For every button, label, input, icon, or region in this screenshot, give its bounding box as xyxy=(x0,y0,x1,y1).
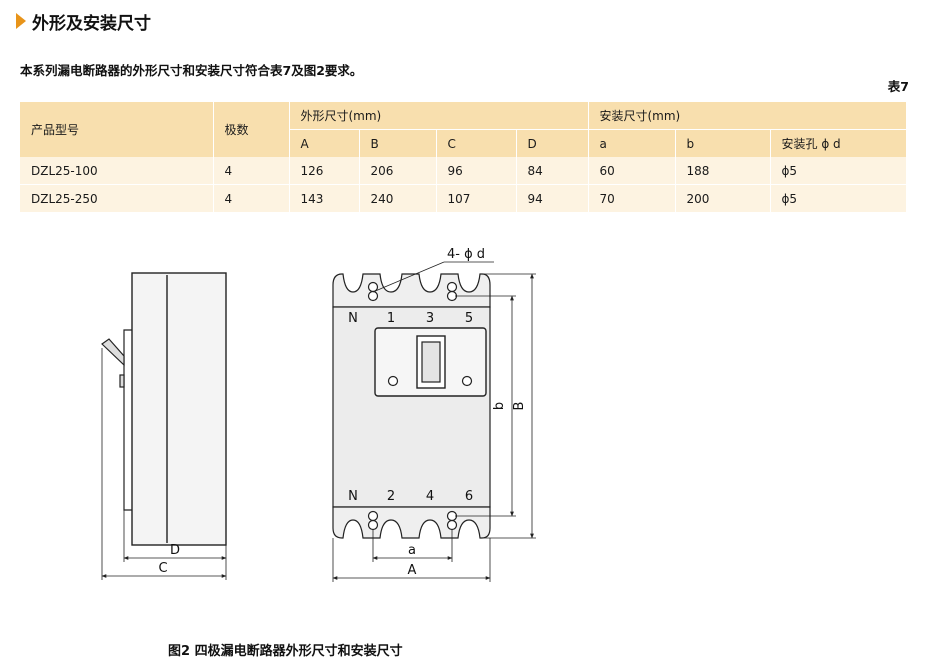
terminal-label-bottom-6: 6 xyxy=(465,489,473,504)
terminal-label-bottom-2: 2 xyxy=(387,489,395,504)
cell-A: 143 xyxy=(288,184,359,212)
mount-hole-top-right xyxy=(446,281,458,293)
test-button-right xyxy=(461,375,473,387)
terminal-label-bottom-N: N xyxy=(348,489,358,504)
col-header-poles: 极数 xyxy=(212,102,289,157)
cell-poles: 4 xyxy=(212,184,289,212)
col-header-a: a xyxy=(587,129,675,157)
terminal-label-top-1: 1 xyxy=(387,311,395,326)
col-header-outline-group: 外形尺寸(mm) xyxy=(288,102,588,130)
table-row: DZL25-250 4 143 240 107 94 70 200 ϕ5 xyxy=(20,184,906,212)
col-header-hole: 安装孔 ϕ d xyxy=(769,129,906,157)
dim-B-label: B xyxy=(512,402,527,411)
col-header-C: C xyxy=(435,129,516,157)
col-header-install-group: 安装尺寸(mm) xyxy=(587,102,906,130)
cell-b: 188 xyxy=(674,157,770,185)
dim-A-label: A xyxy=(408,563,417,578)
orange-triangle-icon xyxy=(16,13,26,29)
bottom-terminal-lugs xyxy=(332,506,491,539)
figure-caption: 图2 四极漏电断路器外形尺寸和安装尺寸 xyxy=(168,644,403,659)
mount-hole-top-left-2 xyxy=(367,290,379,302)
dimension-table: 产品型号 极数 外形尺寸(mm) 安装尺寸(mm) A B C D a b 安装… xyxy=(20,102,906,212)
table-header-row-1: 产品型号 极数 外形尺寸(mm) 安装尺寸(mm) xyxy=(20,102,906,157)
cell-C: 96 xyxy=(435,157,516,185)
col-header-b: b xyxy=(674,129,770,157)
cell-a: 60 xyxy=(587,157,675,185)
table-header-row-2: A B C D a b 安装孔 ϕ d xyxy=(20,129,906,157)
dim-b-label: b xyxy=(492,402,507,410)
col-header-B: B xyxy=(358,129,436,157)
handle-grip xyxy=(421,341,441,383)
side-latch xyxy=(119,374,125,388)
hole-callout-label: 4- ϕ d xyxy=(447,247,485,262)
cell-C: 107 xyxy=(435,184,516,212)
side-base-step xyxy=(123,329,132,511)
cell-model: DZL25-100 xyxy=(20,157,213,185)
cell-model: DZL25-250 xyxy=(20,184,213,212)
table-row: DZL25-100 4 126 206 96 84 60 188 ϕ5 xyxy=(20,157,906,185)
mount-hole-bottom-left xyxy=(367,510,379,522)
cell-hole: ϕ5 xyxy=(769,157,906,185)
cell-D: 94 xyxy=(515,184,588,212)
side-view: D C xyxy=(101,272,227,580)
table-label: 表7 xyxy=(887,79,909,94)
section-heading: 外形及安装尺寸 xyxy=(16,9,151,34)
side-body xyxy=(131,272,227,546)
col-header-D: D xyxy=(515,129,588,157)
cell-hole: ϕ5 xyxy=(769,184,906,212)
top-terminal-lugs xyxy=(332,273,491,308)
cell-B: 206 xyxy=(358,157,436,185)
terminal-label-top-3: 3 xyxy=(426,311,434,326)
side-handle xyxy=(101,338,125,367)
intro-text: 本系列漏电断路器的外形尺寸和安装尺寸符合表7及图2要求。 xyxy=(20,63,363,78)
cell-b: 200 xyxy=(674,184,770,212)
terminal-label-top-5: 5 xyxy=(465,311,473,326)
cell-a: 70 xyxy=(587,184,675,212)
dim-C-label: C xyxy=(158,561,167,576)
col-header-model: 产品型号 xyxy=(20,102,213,157)
section-title: 外形及安装尺寸 xyxy=(32,13,151,34)
dim-D-label: D xyxy=(170,543,180,558)
col-header-A: A xyxy=(288,129,359,157)
cell-D: 84 xyxy=(515,157,588,185)
cell-B: 240 xyxy=(358,184,436,212)
test-button-left xyxy=(387,375,399,387)
mount-hole-bottom-left-2 xyxy=(367,519,379,531)
cell-A: 126 xyxy=(288,157,359,185)
dim-a-label: a xyxy=(408,543,416,558)
mount-hole-top-left xyxy=(367,281,379,293)
cell-poles: 4 xyxy=(212,157,289,185)
front-view: N 1 3 5 N 2 4 6 4- ϕ d a A xyxy=(332,247,536,582)
mount-hole-bottom-right-2 xyxy=(446,519,458,531)
hole-callout-leader xyxy=(372,261,445,293)
terminal-label-bottom-4: 4 xyxy=(426,489,434,504)
terminal-label-top-N: N xyxy=(348,311,358,326)
outline-drawing: D C N 1 3 5 N 2 4 6 xyxy=(101,247,536,582)
